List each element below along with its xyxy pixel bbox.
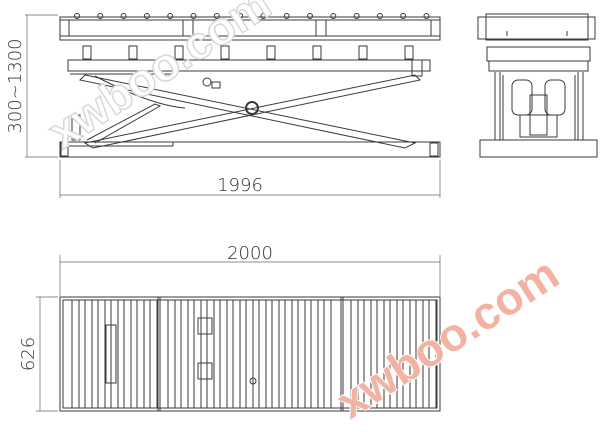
end-conveyor	[477, 16, 596, 40]
top-rollers	[74, 13, 430, 19]
slat	[310, 299, 319, 409]
slat	[415, 299, 424, 409]
watermark-bottom: xwboo.com	[327, 247, 568, 428]
support-block	[220, 45, 230, 60]
scissor-arm-1	[78, 74, 417, 149]
support-blocks	[82, 45, 414, 60]
support-block	[128, 45, 138, 60]
slat	[428, 299, 437, 409]
dimension-lines	[25, 14, 441, 412]
plan-length-label: 2000	[227, 243, 273, 264]
slat	[97, 299, 106, 409]
roller	[120, 13, 127, 19]
roller	[237, 13, 244, 19]
plan-view	[59, 296, 441, 412]
roller	[307, 13, 313, 19]
slat	[232, 299, 241, 409]
roller	[283, 13, 290, 19]
roller	[330, 13, 337, 19]
slat	[167, 299, 176, 409]
support-block	[174, 45, 184, 60]
slat	[84, 299, 93, 409]
slat	[271, 299, 280, 409]
roller	[376, 13, 383, 19]
roller	[260, 13, 267, 19]
plan-width-label: 626	[18, 337, 39, 371]
support-block	[312, 45, 322, 60]
roller	[353, 13, 360, 19]
slat	[245, 299, 254, 409]
roller	[400, 13, 407, 19]
roller	[190, 13, 197, 19]
plan-plate	[105, 324, 117, 384]
height-range-label: 300~1300	[5, 38, 26, 133]
slat	[219, 299, 228, 409]
slat	[389, 299, 398, 409]
slat	[258, 299, 267, 409]
roller	[97, 13, 104, 19]
pivot-pin	[245, 101, 259, 115]
roller	[74, 13, 80, 19]
end-base	[479, 139, 598, 158]
slat	[149, 299, 158, 409]
slat	[123, 299, 132, 409]
side-length-label: 1996	[217, 175, 263, 196]
roller	[167, 13, 174, 19]
side-view	[59, 13, 441, 158]
stop-post	[71, 114, 81, 141]
cylinder-right	[544, 79, 566, 116]
support-block	[82, 45, 92, 60]
cylinder-left	[511, 79, 533, 116]
support-block	[404, 45, 414, 60]
slat	[402, 299, 411, 409]
conveyor-frame	[59, 16, 441, 41]
roller	[143, 13, 150, 19]
end-view	[477, 13, 598, 158]
slat	[284, 299, 293, 409]
support-block	[358, 45, 368, 60]
lift-platform	[67, 59, 431, 72]
roller	[423, 13, 430, 19]
end-platform	[486, 46, 591, 62]
slat	[350, 299, 359, 409]
slat	[376, 299, 385, 409]
slat	[363, 299, 372, 409]
plan-slats	[71, 299, 437, 409]
slat	[193, 299, 202, 409]
slat	[136, 299, 145, 409]
slat	[110, 299, 119, 409]
base-frame	[59, 141, 441, 158]
support-block	[266, 45, 276, 60]
slat	[180, 299, 189, 409]
slat	[323, 299, 332, 409]
roller	[213, 13, 220, 19]
roller-wheel	[202, 77, 212, 87]
slat	[206, 299, 215, 409]
slat	[297, 299, 306, 409]
slat	[71, 299, 80, 409]
